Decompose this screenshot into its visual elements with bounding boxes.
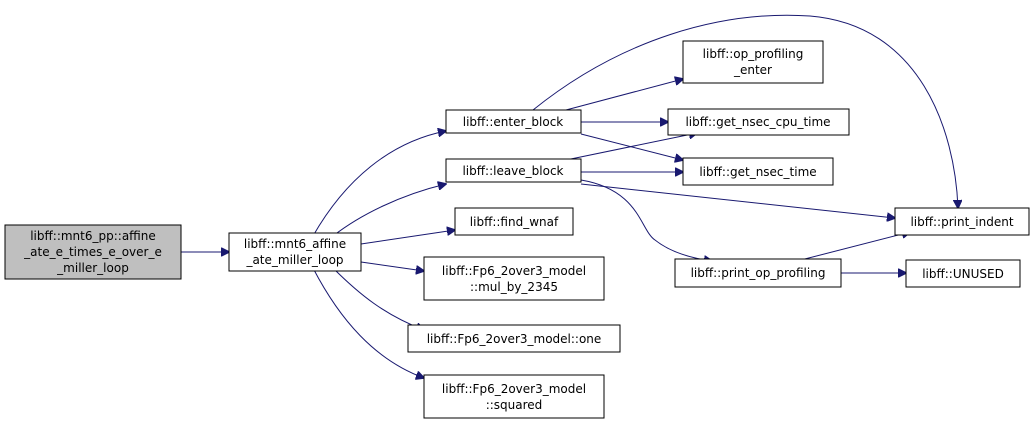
node-miller-line-1: libff::mnt6_affine bbox=[244, 237, 346, 251]
node-mul-by-2345-line-1: libff::Fp6_2over3_model bbox=[442, 264, 586, 278]
node-squared-line-1: libff::Fp6_2over3_model bbox=[442, 382, 586, 396]
node-get-nsec-time[interactable]: libff::get_nsec_time bbox=[682, 157, 834, 186]
node-root[interactable]: libff::mnt6_pp::affine _ate_e_times_e_ov… bbox=[4, 224, 182, 280]
node-one-label: libff::Fp6_2over3_model::one bbox=[427, 332, 602, 346]
edge-miller-to-leave-block bbox=[332, 184, 446, 237]
node-op-profiling-enter-line-2: _enter bbox=[733, 63, 772, 77]
node-get-nsec-cpu-time[interactable]: libff::get_nsec_cpu_time bbox=[667, 108, 850, 136]
node-print-op-profiling-label: libff::print_op_profiling bbox=[691, 266, 826, 280]
node-leave-block[interactable]: libff::leave_block bbox=[445, 158, 582, 183]
edges bbox=[181, 14, 958, 378]
node-get-nsec-time-label: libff::get_nsec_time bbox=[699, 165, 816, 179]
node-print-indent-label: libff::print_indent bbox=[910, 215, 1013, 229]
node-mul-by-2345-line-2: ::mul_by_2345 bbox=[470, 280, 558, 294]
edge-enter-block-to-get-nsec-time bbox=[580, 133, 683, 160]
node-miller-line-2: _ate_miller_loop bbox=[245, 253, 343, 267]
edge-print-op-profiling-to-print-indent bbox=[796, 232, 910, 262]
node-print-op-profiling[interactable]: libff::print_op_profiling bbox=[674, 258, 842, 288]
edge-miller-to-find-wnaf bbox=[360, 230, 455, 245]
node-enter-block[interactable]: libff::enter_block bbox=[445, 109, 582, 134]
edge-leave-block-to-print-op-profiling bbox=[580, 179, 712, 261]
node-root-line-3: _miller_loop bbox=[56, 261, 129, 275]
node-print-indent[interactable]: libff::print_indent bbox=[894, 207, 1030, 236]
node-find-wnaf[interactable]: libff::find_wnaf bbox=[454, 207, 574, 236]
node-mul-by-2345[interactable]: libff::Fp6_2over3_model ::mul_by_2345 bbox=[423, 256, 605, 301]
node-get-nsec-cpu-time-label: libff::get_nsec_cpu_time bbox=[685, 115, 830, 129]
node-enter-block-label: libff::enter_block bbox=[463, 115, 564, 129]
edge-enter-block-to-op-profiling-enter bbox=[565, 79, 683, 111]
edge-enter-block-to-print-indent bbox=[532, 14, 958, 208]
node-squared-line-2: ::squared bbox=[486, 398, 543, 412]
node-op-profiling-enter[interactable]: libff::op_profiling _enter bbox=[682, 40, 824, 84]
node-miller[interactable]: libff::mnt6_affine _ate_miller_loop bbox=[228, 232, 362, 272]
edge-miller-to-enter-block bbox=[312, 131, 446, 237]
edge-miller-to-squared bbox=[312, 267, 424, 378]
node-leave-block-label: libff::leave_block bbox=[462, 164, 563, 178]
node-squared[interactable]: libff::Fp6_2over3_model ::squared bbox=[423, 374, 605, 419]
edge-leave-block-to-get-nsec-cpu-time bbox=[565, 133, 697, 161]
node-root-line-2: _ate_e_times_e_over_e bbox=[23, 245, 162, 259]
node-unused-label: libff::UNUSED bbox=[922, 267, 1004, 281]
node-root-line-1: libff::mnt6_pp::affine bbox=[30, 229, 156, 243]
edge-miller-to-mul-by-2345 bbox=[360, 261, 424, 271]
node-find-wnaf-label: libff::find_wnaf bbox=[470, 215, 559, 229]
node-op-profiling-enter-line-1: libff::op_profiling bbox=[703, 47, 804, 61]
edge-leave-block-to-print-indent bbox=[580, 183, 895, 218]
node-one[interactable]: libff::Fp6_2over3_model::one bbox=[407, 324, 621, 353]
node-unused[interactable]: libff::UNUSED bbox=[905, 259, 1021, 288]
